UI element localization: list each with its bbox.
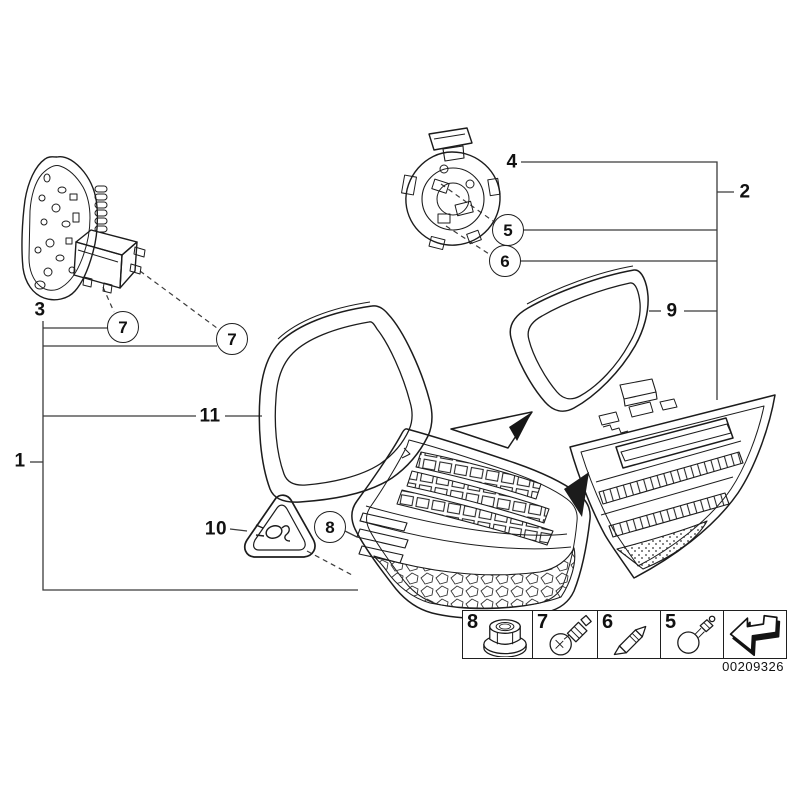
legend-number: 5 [665, 611, 677, 633]
part-label-9[interactable]: 9 [666, 300, 678, 322]
part-label-11[interactable]: 11 [199, 405, 221, 427]
legend-number: 7 [537, 611, 549, 633]
legend-cell-wedge-bulb[interactable]: 5 [661, 611, 724, 658]
hardware-legend-strip: 8 7 [462, 610, 787, 659]
part-label-1[interactable]: 1 [14, 450, 26, 472]
legend-cell-bulb-socket[interactable]: 7 [533, 611, 598, 658]
tail-light-outer-drawing [351, 411, 591, 620]
seal-gasket-left-drawing [258, 301, 433, 503]
legend-number: 6 [602, 611, 614, 633]
legend-number: 8 [467, 611, 479, 633]
glass-wedge-bulb-icon [677, 615, 716, 654]
part-label-2[interactable]: 2 [739, 181, 751, 203]
part-label-10[interactable]: 10 [204, 518, 228, 540]
callout-circle-7b[interactable]: 7 [216, 323, 248, 355]
warning-triangle-drawing [244, 494, 316, 558]
callout-circle-8[interactable]: 8 [314, 511, 346, 543]
seal-gasket-right-drawing [509, 265, 649, 412]
legend-cell-festoon-bulb[interactable]: 6 [598, 611, 661, 658]
bulb-with-socket-icon [549, 614, 592, 656]
callout-circle-5[interactable]: 5 [492, 214, 524, 246]
bulb-holder-drawing [401, 127, 501, 251]
part-label-3[interactable]: 3 [34, 299, 46, 321]
direction-arrow-icon [729, 614, 781, 656]
flange-nut-icon [483, 619, 527, 657]
festoon-bulb-icon [613, 625, 647, 656]
bulb-carrier-drawing [21, 155, 146, 301]
legend-cell-direction-arrow[interactable] [724, 611, 786, 658]
legend-cell-nut[interactable]: 8 [463, 611, 533, 658]
part-label-4[interactable]: 4 [506, 151, 518, 173]
tail-light-inner-drawing [564, 378, 776, 579]
callout-circle-7a[interactable]: 7 [107, 311, 139, 343]
drawing-number: 00209326 [722, 659, 784, 674]
leader-lines [30, 161, 734, 591]
callout-circle-6[interactable]: 6 [489, 245, 521, 277]
